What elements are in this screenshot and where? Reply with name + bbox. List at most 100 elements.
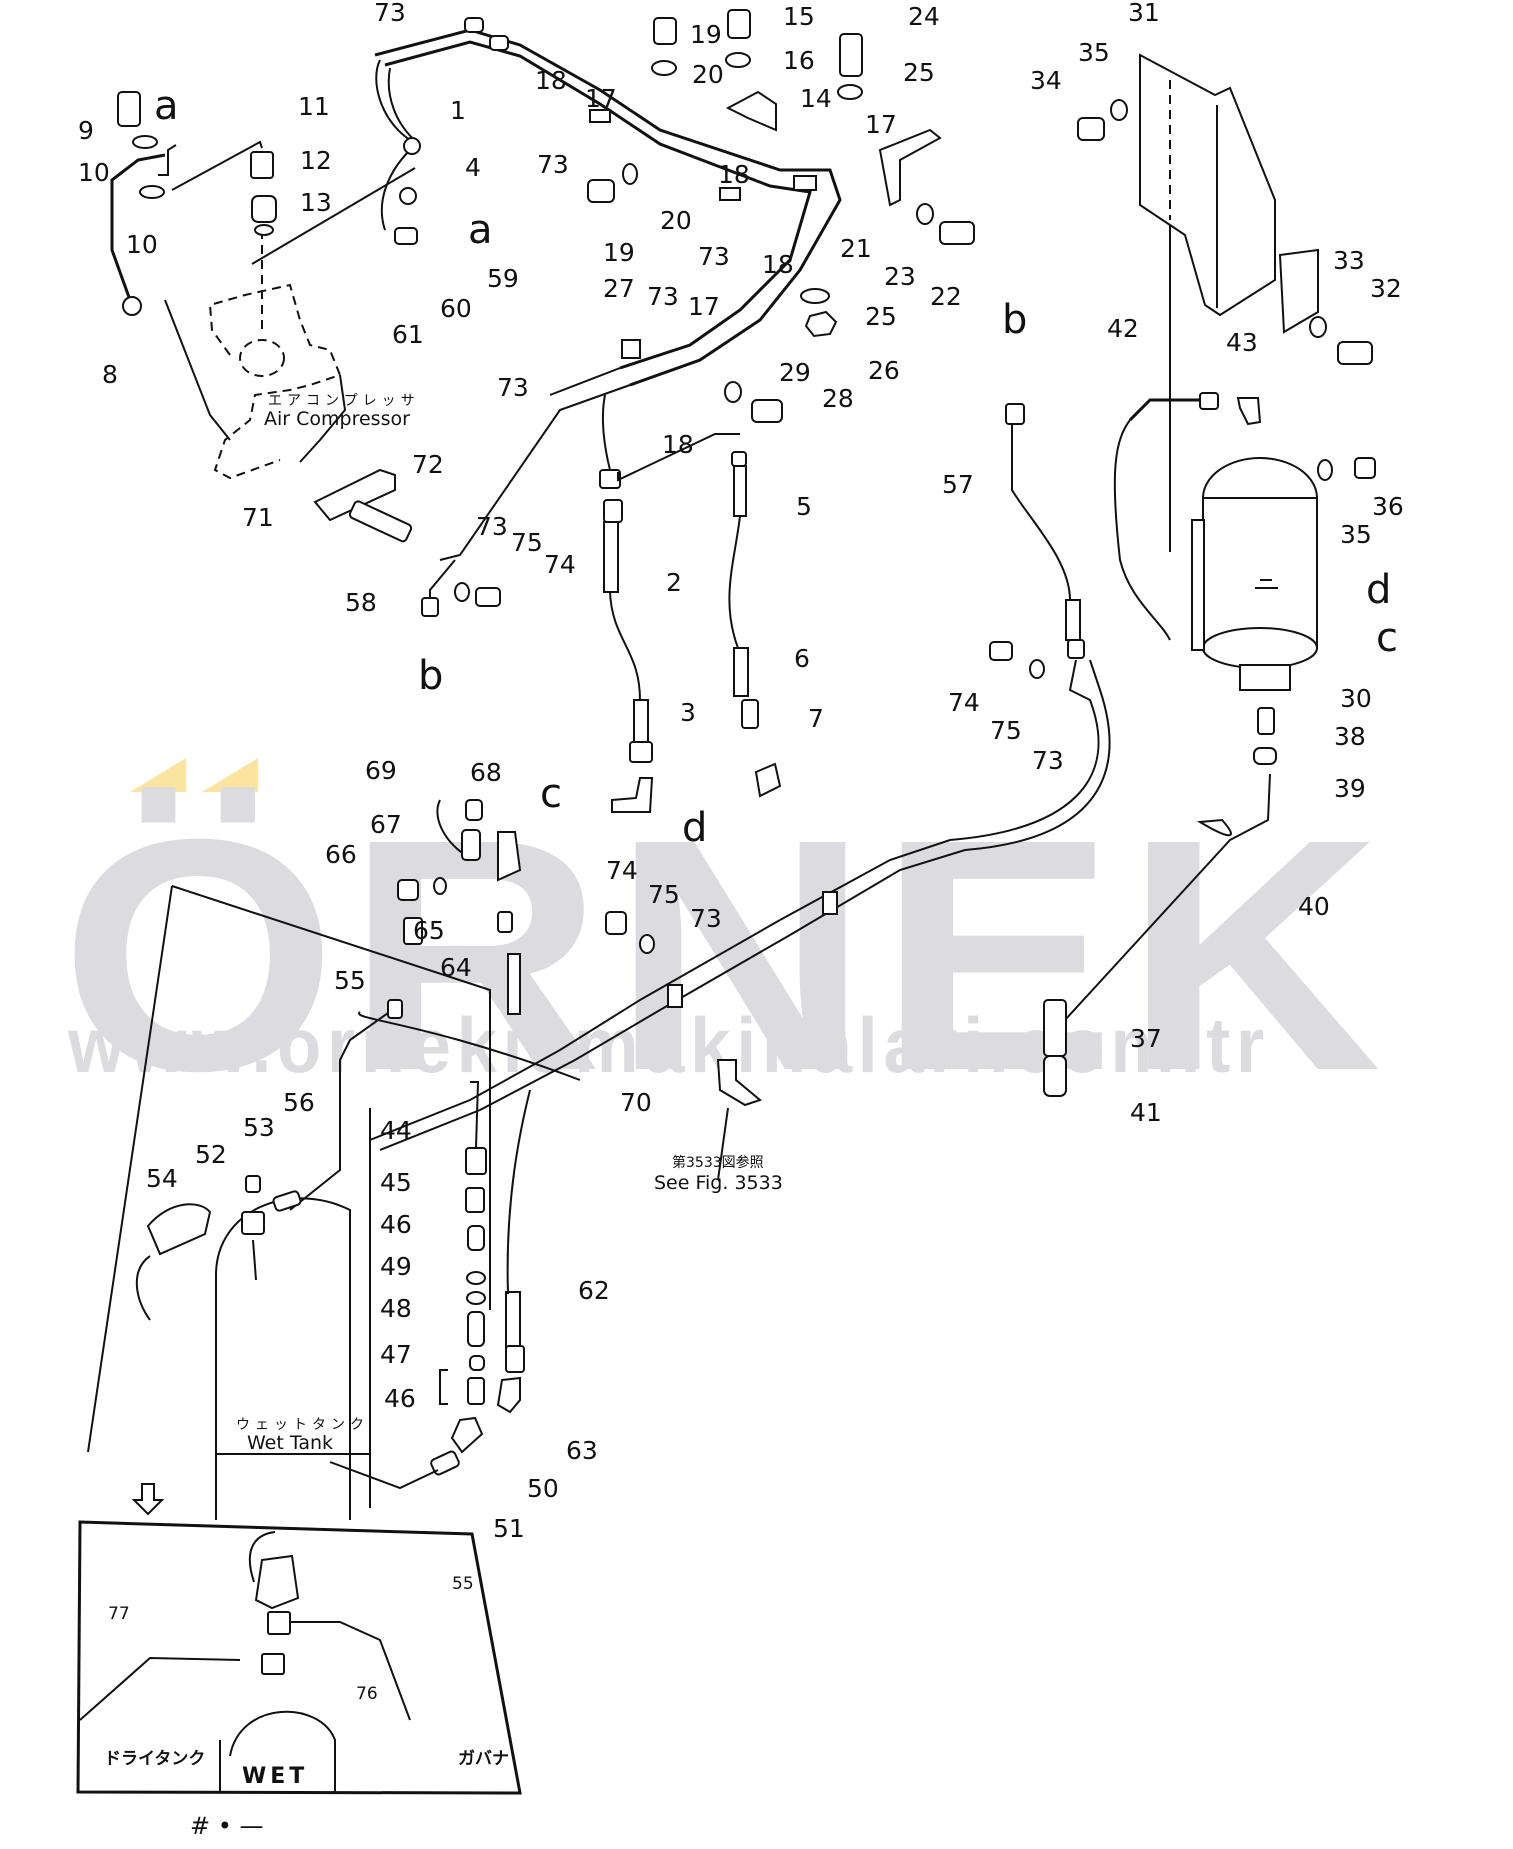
part-callout-12: 12 — [300, 146, 332, 175]
part-callout-32: 32 — [1370, 274, 1402, 303]
drain-valve-stack — [329, 1081, 531, 1490]
part-callout-31: 31 — [1128, 0, 1160, 27]
part-callout-18: 18 — [662, 430, 694, 459]
footer-mark: # • — — [190, 1812, 264, 1840]
part-callout-50: 50 — [527, 1474, 559, 1503]
part-callout-74: 74 — [544, 550, 576, 579]
center-hoses — [421, 367, 782, 813]
upper-pipe-run — [374, 17, 842, 387]
part-71-bracket — [313, 468, 396, 522]
part-9-bolt — [117, 91, 141, 127]
part-callout-17: 17 — [585, 84, 617, 113]
wet-tank-label-jp: ウェットタンク — [236, 1417, 369, 1433]
part-callout-39: 39 — [1334, 774, 1366, 803]
part-callout-13: 13 — [300, 188, 332, 217]
ref-letter-d-source: d — [682, 805, 708, 851]
part-callout-67: 67 — [370, 810, 402, 839]
inset-detail — [76, 1483, 522, 1795]
part-callout-46: 46 — [384, 1384, 416, 1413]
part-callout-73: 73 — [374, 0, 406, 27]
ref-letter-c-target: c — [1376, 615, 1398, 661]
inset-callout-76: 76 — [356, 1684, 378, 1704]
ref-letter-a-target: a — [468, 207, 493, 253]
part-callout-48: 48 — [380, 1294, 412, 1323]
part-callout-5: 5 — [796, 492, 812, 521]
part-callout-44: 44 — [380, 1116, 412, 1145]
part-callout-61: 61 — [392, 320, 424, 349]
wet-tank-fittings — [135, 1175, 302, 1321]
part-callout-7: 7 — [808, 704, 824, 733]
part-callout-65: 65 — [413, 916, 445, 945]
part-callout-25: 25 — [865, 302, 897, 331]
part-callout-15: 15 — [783, 2, 815, 31]
part-callout-52: 52 — [195, 1140, 227, 1169]
part-callout-10: 10 — [126, 230, 158, 259]
part-callout-9: 9 — [78, 116, 94, 145]
part-callout-4: 4 — [465, 153, 481, 182]
part-callout-70: 70 — [620, 1088, 652, 1117]
inset-wet-label: WET — [242, 1764, 309, 1789]
part-callout-72: 72 — [412, 450, 444, 479]
part-callout-35: 35 — [1340, 520, 1372, 549]
ref-letter-c-source: c — [540, 771, 562, 817]
part-callout-75: 75 — [648, 880, 680, 909]
part-callout-20: 20 — [660, 206, 692, 235]
part-callout-19: 19 — [603, 238, 635, 267]
part-callout-26: 26 — [868, 356, 900, 385]
upper-fasteners — [587, 9, 975, 423]
air-dryer-30 — [1169, 225, 1318, 691]
part-callout-63: 63 — [566, 1436, 598, 1465]
part-callout-6: 6 — [794, 644, 810, 673]
part-callout-2: 2 — [666, 568, 682, 597]
air-compressor-label-jp: エアコンプレッサ — [268, 393, 420, 409]
part-callout-66: 66 — [325, 840, 357, 869]
right-hoses — [779, 392, 1376, 1097]
part-callout-51: 51 — [493, 1514, 525, 1543]
part-callout-17: 17 — [688, 292, 720, 321]
part-callout-75: 75 — [990, 716, 1022, 745]
part-callout-60: 60 — [440, 294, 472, 323]
part-callout-18: 18 — [762, 250, 794, 279]
wet-tank — [215, 1197, 370, 1520]
wet-tank-label: Wet Tank — [247, 1432, 334, 1454]
see-fig-label-jp: 第3533図参照 — [672, 1155, 764, 1171]
part-callout-55: 55 — [334, 966, 366, 995]
part-callout-56: 56 — [283, 1088, 315, 1117]
ref-letter-b-target: b — [1002, 297, 1028, 343]
part-callout-46: 46 — [380, 1210, 412, 1239]
part-callout-43: 43 — [1226, 328, 1258, 357]
part-callout-23: 23 — [884, 262, 916, 291]
part-callout-20: 20 — [692, 60, 724, 89]
part-callout-34: 34 — [1030, 66, 1062, 95]
part-8-eye — [122, 296, 142, 316]
part-callout-10: 10 — [78, 158, 110, 187]
part-callout-24: 24 — [908, 2, 940, 31]
part-callout-18: 18 — [718, 160, 750, 189]
inset-callout-55: 55 — [452, 1574, 474, 1594]
mounting-bracket-31 — [1077, 53, 1373, 365]
part-callout-21: 21 — [840, 234, 872, 263]
part-callout-73: 73 — [537, 150, 569, 179]
part-callout-58: 58 — [345, 588, 377, 617]
inset-dry-tank-label: ドライタンク — [104, 1749, 206, 1769]
part-callout-38: 38 — [1334, 722, 1366, 751]
part-callout-74: 74 — [948, 688, 980, 717]
inset-governor-label: ガバナ — [458, 1749, 509, 1769]
part-callout-37: 37 — [1130, 1024, 1162, 1053]
main-delivery-pipe — [369, 891, 838, 1181]
part-callout-17: 17 — [865, 110, 897, 139]
part-12-nut — [251, 195, 277, 223]
part-callout-35: 35 — [1078, 38, 1110, 67]
part-callout-64: 64 — [440, 953, 472, 982]
part-callout-14: 14 — [800, 84, 832, 113]
part-callout-11: 11 — [298, 92, 330, 121]
part-callout-73: 73 — [476, 512, 508, 541]
part-callout-47: 47 — [380, 1340, 412, 1369]
part-callout-53: 53 — [243, 1113, 275, 1142]
routing-outline — [87, 885, 491, 1453]
part-callout-71: 71 — [242, 503, 274, 532]
fittings-64-69 — [397, 799, 655, 1015]
part-callout-25: 25 — [903, 58, 935, 87]
part-callout-68: 68 — [470, 758, 502, 787]
